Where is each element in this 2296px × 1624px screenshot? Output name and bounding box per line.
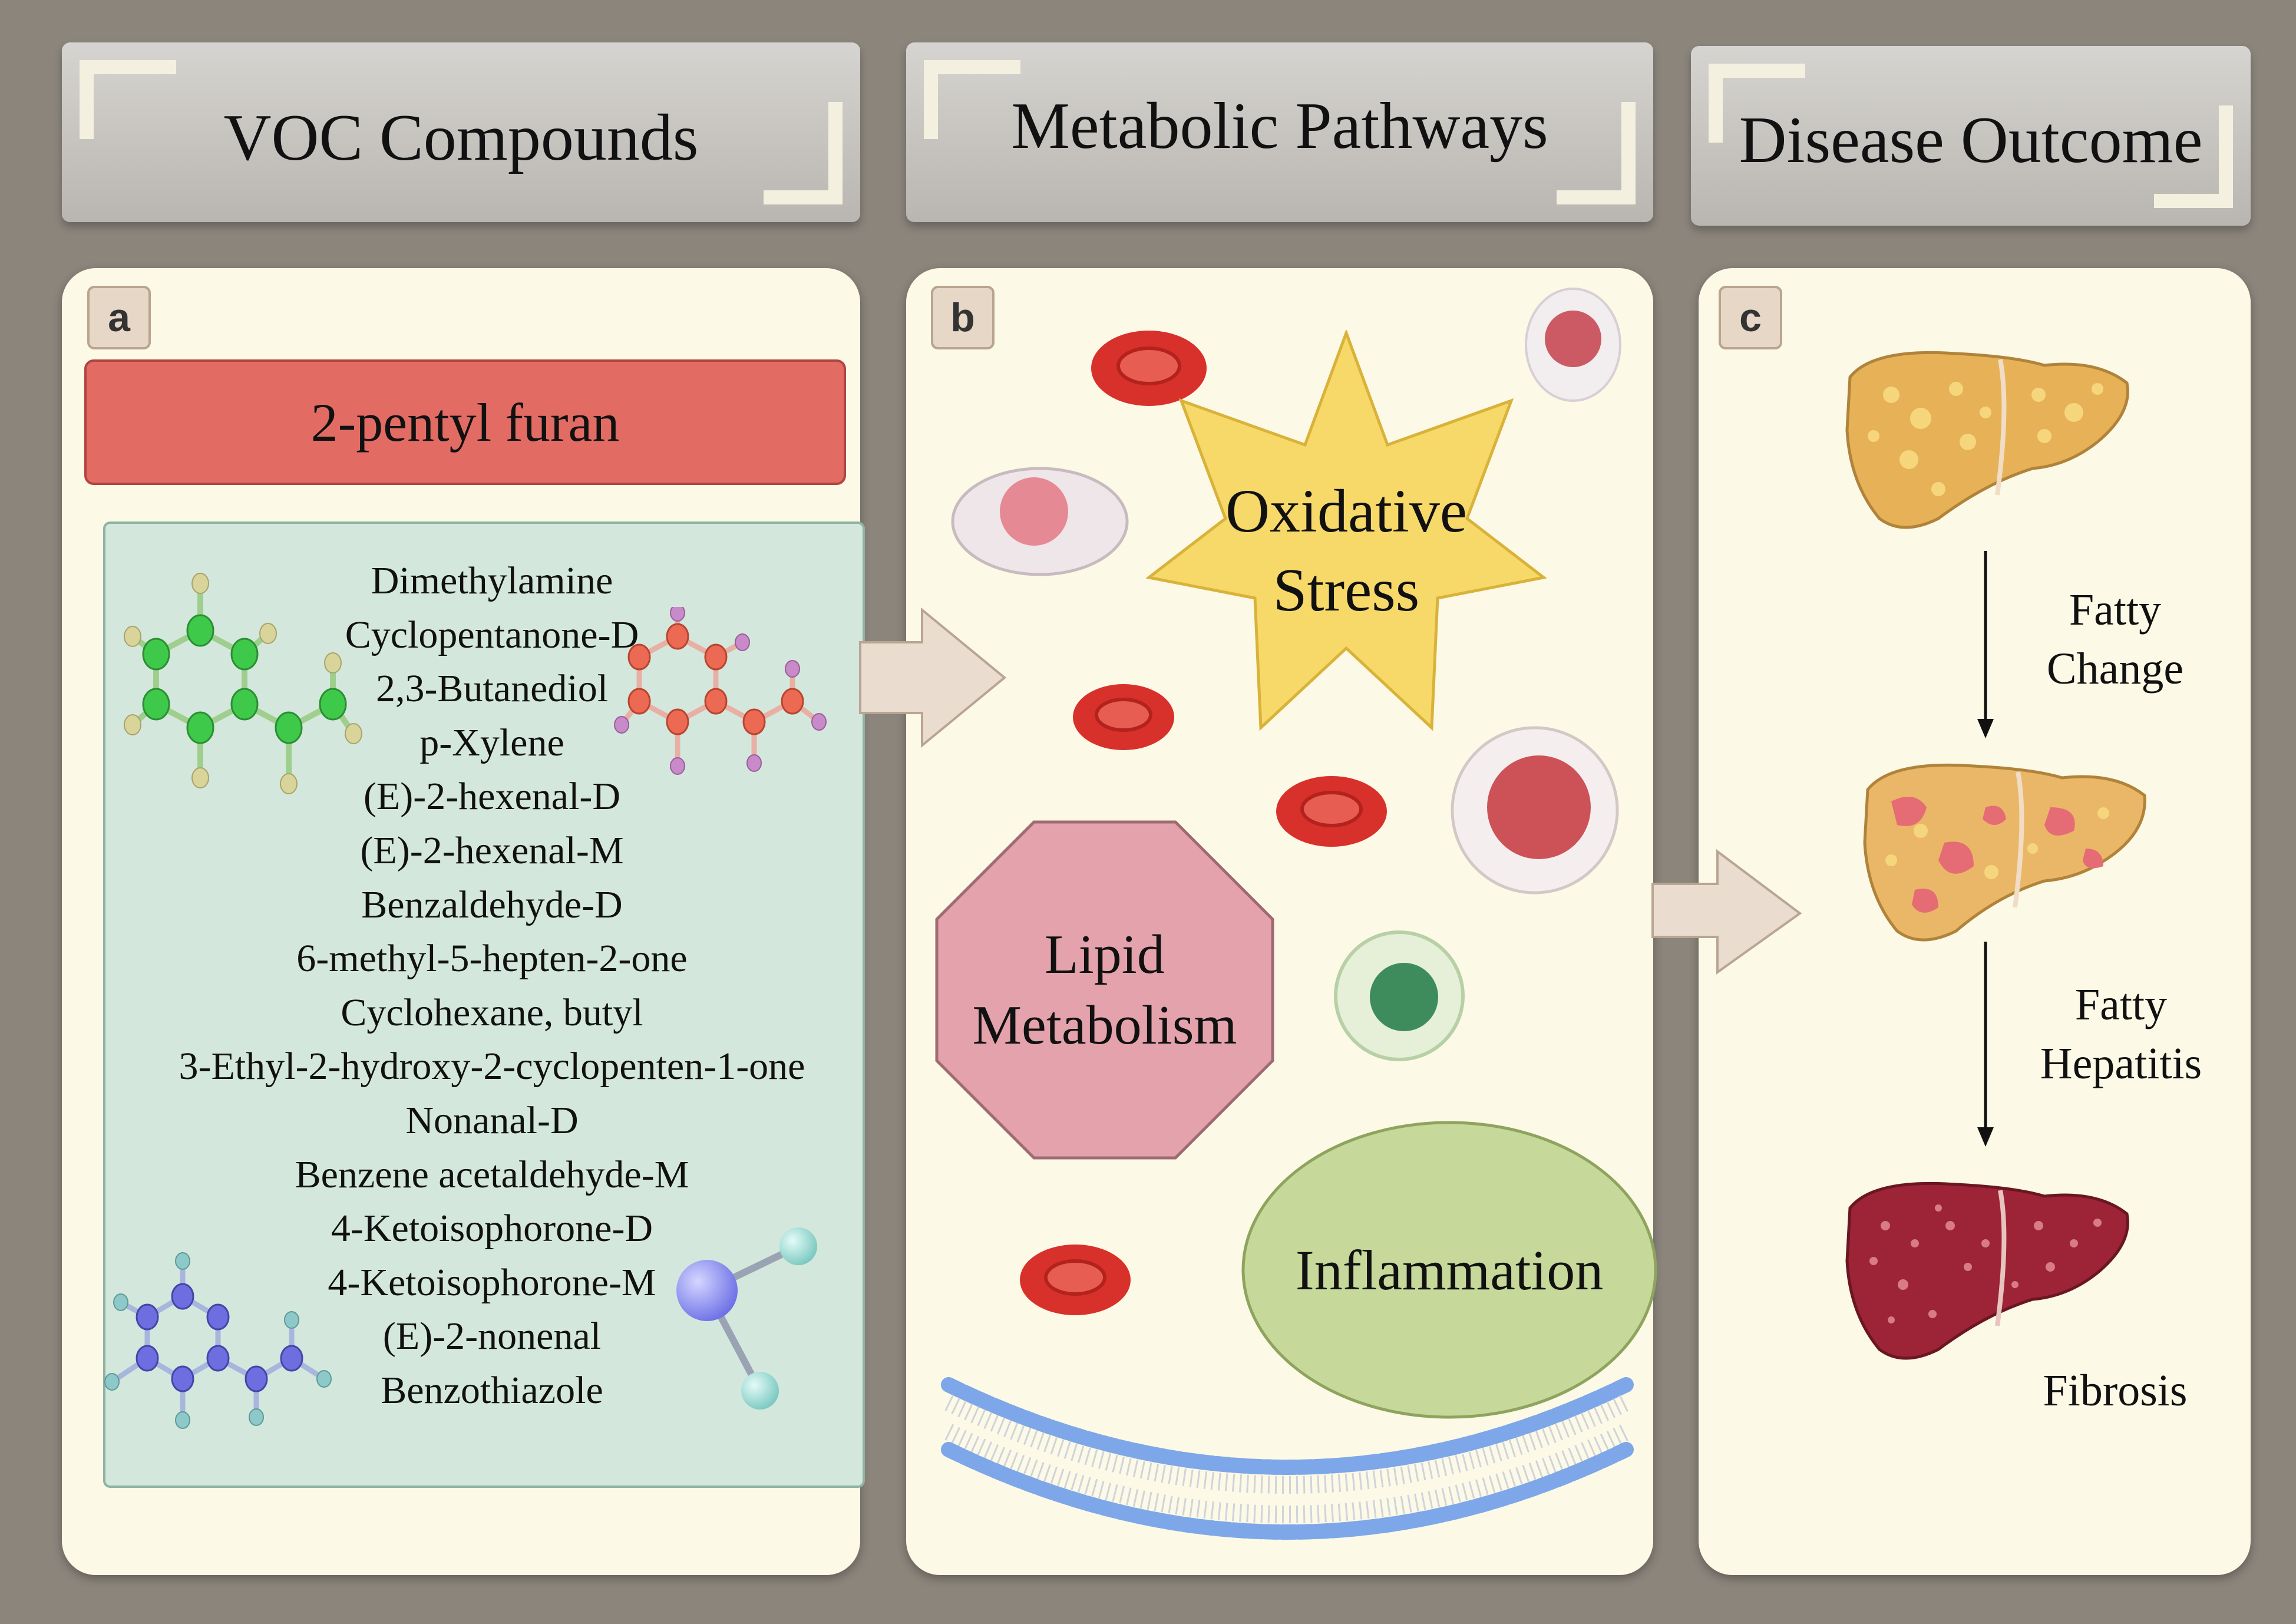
lipid-metabolism-octagon: [935, 820, 1274, 1160]
red-blood-cell-icon: [1073, 684, 1174, 750]
molecule-red-icon: [614, 607, 827, 775]
stage-fatty-change-line2: Change: [2046, 644, 2184, 694]
white-blood-cell-icon: [1525, 288, 1621, 402]
header-title: VOC Compounds: [223, 101, 699, 174]
header-title: Disease Outcome: [1739, 104, 2203, 177]
arrow-down-icon: [1977, 942, 1994, 1147]
compound-item: 2,3-Butanediol: [375, 667, 609, 711]
compound-item: Dimethylamine: [371, 559, 613, 602]
molecule-green-icon: [124, 573, 362, 794]
compound-item: Benzaldehyde-D: [361, 883, 623, 926]
header-disease-outcome: Disease Outcome: [1691, 46, 2251, 226]
stage-fatty-hepatitis-line2: Hepatitis: [2040, 1039, 2202, 1088]
cell-translucent-icon: [951, 467, 1129, 576]
stage-fatty-hepatitis: Fatty Hepatitis: [2021, 975, 2221, 1093]
arrow-right-icon: [1651, 849, 1802, 975]
panel-a-letter: a: [87, 286, 151, 349]
liver-inflamed-icon: [1863, 763, 2146, 942]
header-corner-decoration: [2154, 105, 2233, 208]
inflammation-label-text: Inflammation: [1295, 1238, 1604, 1302]
compound-list: Dimethylamine Cyclopentanone-D 2,3-Butan…: [103, 554, 881, 1418]
green-cell-icon: [1334, 930, 1465, 1061]
compound-item: 6-methyl-5-hepten-2-one: [296, 937, 688, 981]
compound-item: 4-Ketoisophorone-D: [331, 1207, 653, 1250]
stage-fibrosis: Fibrosis: [2021, 1361, 2209, 1420]
oxidative-stress-label: Oxidative Stress: [1175, 471, 1517, 631]
stage-fatty-change-line1: Fatty: [2069, 585, 2162, 635]
header-voc-compounds: VOC Compounds: [62, 42, 860, 222]
panel-c-letter: c: [1719, 286, 1782, 349]
oxidative-stress-label-line1: Oxidative: [1225, 477, 1468, 545]
liver-fatty-icon: [1845, 351, 2129, 529]
lipid-metabolism-label-line2: Metabolism: [972, 995, 1237, 1056]
stage-fatty-hepatitis-line1: Fatty: [2074, 980, 2168, 1029]
lipid-metabolism-label: Lipid Metabolism: [934, 913, 1276, 1067]
compound-item: Nonanal-D: [405, 1098, 579, 1142]
highlight-compound-box: 2-pentyl furan: [84, 359, 846, 485]
header-title: Metabolic Pathways: [1011, 90, 1548, 163]
lipid-metabolism-label-line1: Lipid: [1045, 924, 1165, 985]
inflammation-ellipse: [1241, 1121, 1657, 1419]
red-blood-cell-icon: [1091, 331, 1207, 406]
header-corner-decoration: [1557, 102, 1636, 204]
compound-item: (E)-2-hexenal-M: [360, 828, 624, 872]
arrow-down-icon: [1977, 551, 1994, 738]
header-corner-decoration: [924, 60, 1020, 139]
compound-item: (E)-2-nonenal: [382, 1315, 602, 1358]
header-corner-decoration: [764, 102, 843, 204]
red-blood-cell-icon: [1276, 776, 1387, 847]
header-metabolic-pathways: Metabolic Pathways: [906, 42, 1653, 222]
molecule-3d-icon: [676, 1227, 817, 1410]
compound-item: (E)-2-hexenal-D: [363, 775, 621, 818]
arrow-right-icon: [859, 607, 1007, 748]
compound-item: Benzothiazole: [381, 1368, 603, 1412]
header-corner-decoration: [80, 60, 176, 139]
stage-fibrosis-label: Fibrosis: [2043, 1366, 2188, 1415]
oxidative-stress-star: [1146, 330, 1547, 731]
panel-b-letter: b: [931, 286, 995, 349]
header-corner-decoration: [1709, 64, 1805, 143]
compound-item: Cyclohexane, butyl: [341, 991, 643, 1034]
compound-item: Benzene acetaldehyde-M: [295, 1153, 689, 1196]
red-blood-cell-icon: [1020, 1245, 1131, 1315]
oxidative-stress-label-line2: Stress: [1273, 556, 1420, 624]
inflammation-label: Inflammation: [1240, 1232, 1659, 1308]
compound-list-box: [103, 521, 865, 1488]
liver-fibrosis-icon: [1845, 1181, 2129, 1360]
compound-item: p-Xylene: [419, 721, 564, 764]
compound-item: 4-Ketoisophorone-M: [328, 1260, 656, 1304]
highlight-compound-label: 2-pentyl furan: [310, 392, 620, 453]
cell-membrane-icon: [941, 1377, 1634, 1540]
compound-item: Cyclopentanone-D: [345, 613, 639, 656]
stage-fatty-change: Fatty Change: [2021, 580, 2209, 698]
cell-nucleus-icon: [1451, 726, 1619, 894]
compound-item: 3-Ethyl-2-hydroxy-2-cyclopenten-1-one: [179, 1045, 805, 1088]
molecule-blue-icon: [104, 1252, 332, 1429]
